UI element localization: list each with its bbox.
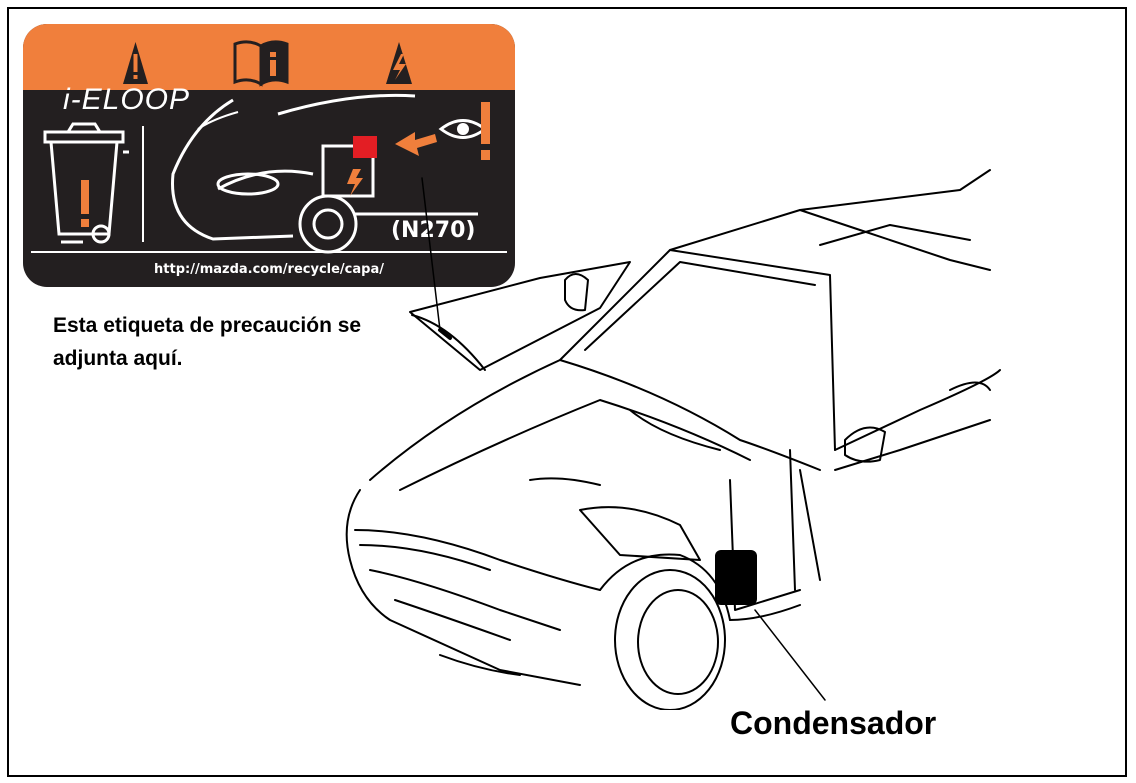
bin-exclamation — [81, 180, 89, 214]
label-url: http://mazda.com/recycle/capa/ — [154, 262, 384, 277]
warning-icon — [123, 42, 148, 84]
brand-logo: i-ELOOP — [63, 83, 191, 116]
arrow-icon — [395, 132, 437, 156]
condenser-marker — [715, 550, 757, 605]
recycle-bin-icon — [43, 122, 129, 244]
label-code: (N270) — [391, 218, 476, 243]
label-artwork — [31, 40, 507, 254]
eye-caution-icon — [438, 102, 490, 160]
electric-hazard-icon — [386, 42, 412, 84]
manual-info-icon — [233, 40, 289, 87]
condenser-leader-line — [754, 609, 826, 701]
condenser-box-icon — [321, 136, 377, 198]
caution-label: i-ELOOP (N270) http://mazda.com/recycle/… — [23, 24, 515, 287]
car-illustration — [345, 169, 1001, 710]
condenser-label: Condensador — [730, 705, 937, 741]
diagram-frame — [7, 7, 1127, 777]
label-location-marker — [438, 328, 452, 340]
caption-text: Esta etiqueta de precaución se adjunta a… — [53, 314, 362, 370]
